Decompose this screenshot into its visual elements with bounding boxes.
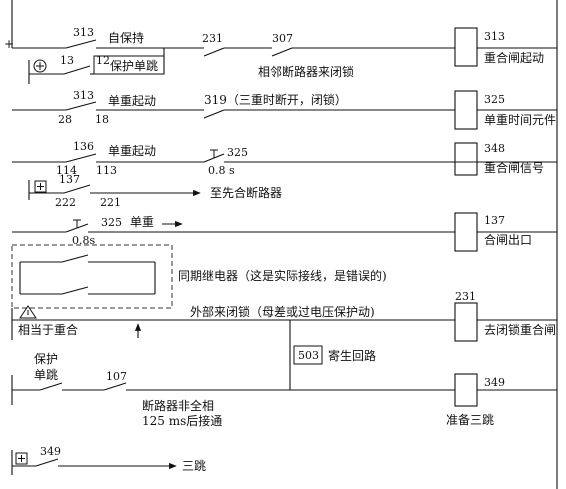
svg-text:0.8 s: 0.8 s xyxy=(208,164,235,177)
svg-text:503: 503 xyxy=(298,349,319,362)
row-lock-reclose: 相当于重合 外部来闭锁（母差或过电压保护动) 231 去闭锁重合闸 503 寄生… xyxy=(11,290,557,390)
svg-text:313: 313 xyxy=(73,89,94,102)
contact-313-blade xyxy=(65,39,97,49)
sync-relay-block: 同期继电器（这是实际接线，是错误的) xyxy=(11,244,387,309)
coil-349 xyxy=(454,373,478,407)
svg-text:137: 137 xyxy=(59,173,80,186)
svg-text:231: 231 xyxy=(455,290,476,303)
plus-label: + xyxy=(4,37,14,51)
label-307: 307 xyxy=(272,32,293,45)
to-first-breaker: 至先合断路器 xyxy=(210,185,282,200)
svg-text:三跳: 三跳 xyxy=(182,459,206,473)
svg-text:349: 349 xyxy=(484,376,505,389)
svg-text:325: 325 xyxy=(227,146,248,159)
plus-box-icon-2 xyxy=(15,452,28,465)
note-adjacent-breaker: 相邻断路器来闭锁 xyxy=(258,64,354,79)
label-12: 12 xyxy=(96,54,110,67)
warning-triangle-icon xyxy=(19,305,37,319)
svg-text:319（三重时断开，闭锁）: 319（三重时断开，闭锁） xyxy=(204,92,347,107)
svg-text:114: 114 xyxy=(56,164,77,177)
plus-box-icon-1 xyxy=(34,180,47,193)
row-close-output: 325 单重 0.8s 137 合闸出口 xyxy=(12,212,557,252)
svg-text:单重起动: 单重起动 xyxy=(108,94,156,108)
svg-text:113: 113 xyxy=(96,164,117,177)
svg-text:28: 28 xyxy=(58,113,72,126)
parasitic-503-box xyxy=(293,345,323,365)
label-13: 13 xyxy=(60,54,74,67)
svg-text:137: 137 xyxy=(484,214,505,227)
contact-protect-blade xyxy=(63,65,91,75)
svg-text:125 ms后接通: 125 ms后接通 xyxy=(142,413,222,428)
svg-text:准备三跳: 准备三跳 xyxy=(446,413,494,427)
coil-137 xyxy=(454,212,478,252)
coil-313-label: 重合闸起动 xyxy=(484,50,544,65)
label-231: 231 xyxy=(202,32,223,45)
svg-text:325: 325 xyxy=(484,93,505,106)
label-self-hold: 自保持 xyxy=(108,30,144,45)
row-reclose-signal: 136 114 113 单重起动 325 0.8 s 348 重合闸信号 137… xyxy=(12,140,557,209)
sync-relay-note: 同期继电器（这是实际接线，是错误的) xyxy=(178,268,387,283)
label-protect-single-trip: 保护单跳 xyxy=(110,59,158,73)
row-single-reclose-timer: 313 28 18 单重起动 319（三重时断开，闭锁） 325 单重时间元件 xyxy=(12,89,557,130)
svg-text:348: 348 xyxy=(484,142,505,155)
sync-relay-dashed-box xyxy=(11,244,173,309)
coil-313 xyxy=(454,27,478,67)
svg-text:349: 349 xyxy=(40,445,61,458)
svg-text:单跳: 单跳 xyxy=(34,368,58,382)
svg-text:单重时间元件: 单重时间元件 xyxy=(484,113,556,127)
coil-348 xyxy=(454,142,478,176)
svg-text:去闭锁重合闸: 去闭锁重合闸 xyxy=(484,322,556,337)
svg-text:222: 222 xyxy=(55,196,76,209)
coil-231 xyxy=(454,302,478,342)
svg-text:断路器非全相: 断路器非全相 xyxy=(142,398,214,413)
svg-text:18: 18 xyxy=(95,113,109,126)
svg-text:0.8s: 0.8s xyxy=(72,234,95,247)
svg-text:重合闸信号: 重合闸信号 xyxy=(484,160,544,175)
coil-313-num: 313 xyxy=(484,30,505,43)
svg-text:136: 136 xyxy=(73,140,94,153)
coil-325 xyxy=(454,90,478,130)
svg-text:保护: 保护 xyxy=(34,352,58,366)
plus-circle-icon xyxy=(33,59,47,73)
row-prepare-three-trip: 保护 单跳 107 断路器非全相 125 ms后接通 349 准备三跳 xyxy=(11,352,557,428)
svg-text:寄生回路: 寄生回路 xyxy=(328,348,376,363)
svg-text:221: 221 xyxy=(100,196,121,209)
row-reclose-start: 313 自保持 231 307 相邻断路器来闭锁 313 重合闸起动 13 12… xyxy=(12,26,557,84)
contact-307-blade xyxy=(271,47,293,57)
svg-text:合闸出口: 合闸出口 xyxy=(484,232,532,247)
label-313: 313 xyxy=(73,26,94,39)
svg-text:107: 107 xyxy=(106,370,127,383)
svg-text:相当于重合: 相当于重合 xyxy=(18,322,78,337)
row-three-trip: 349 三跳 xyxy=(11,445,206,475)
svg-text:325: 325 xyxy=(101,216,122,229)
svg-text:单重起动: 单重起动 xyxy=(108,144,156,158)
svg-text:外部来闭锁（母差或过电压保护动): 外部来闭锁（母差或过电压保护动) xyxy=(190,304,375,319)
contact-231-blade xyxy=(203,47,225,57)
svg-text:单重: 单重 xyxy=(130,215,154,229)
